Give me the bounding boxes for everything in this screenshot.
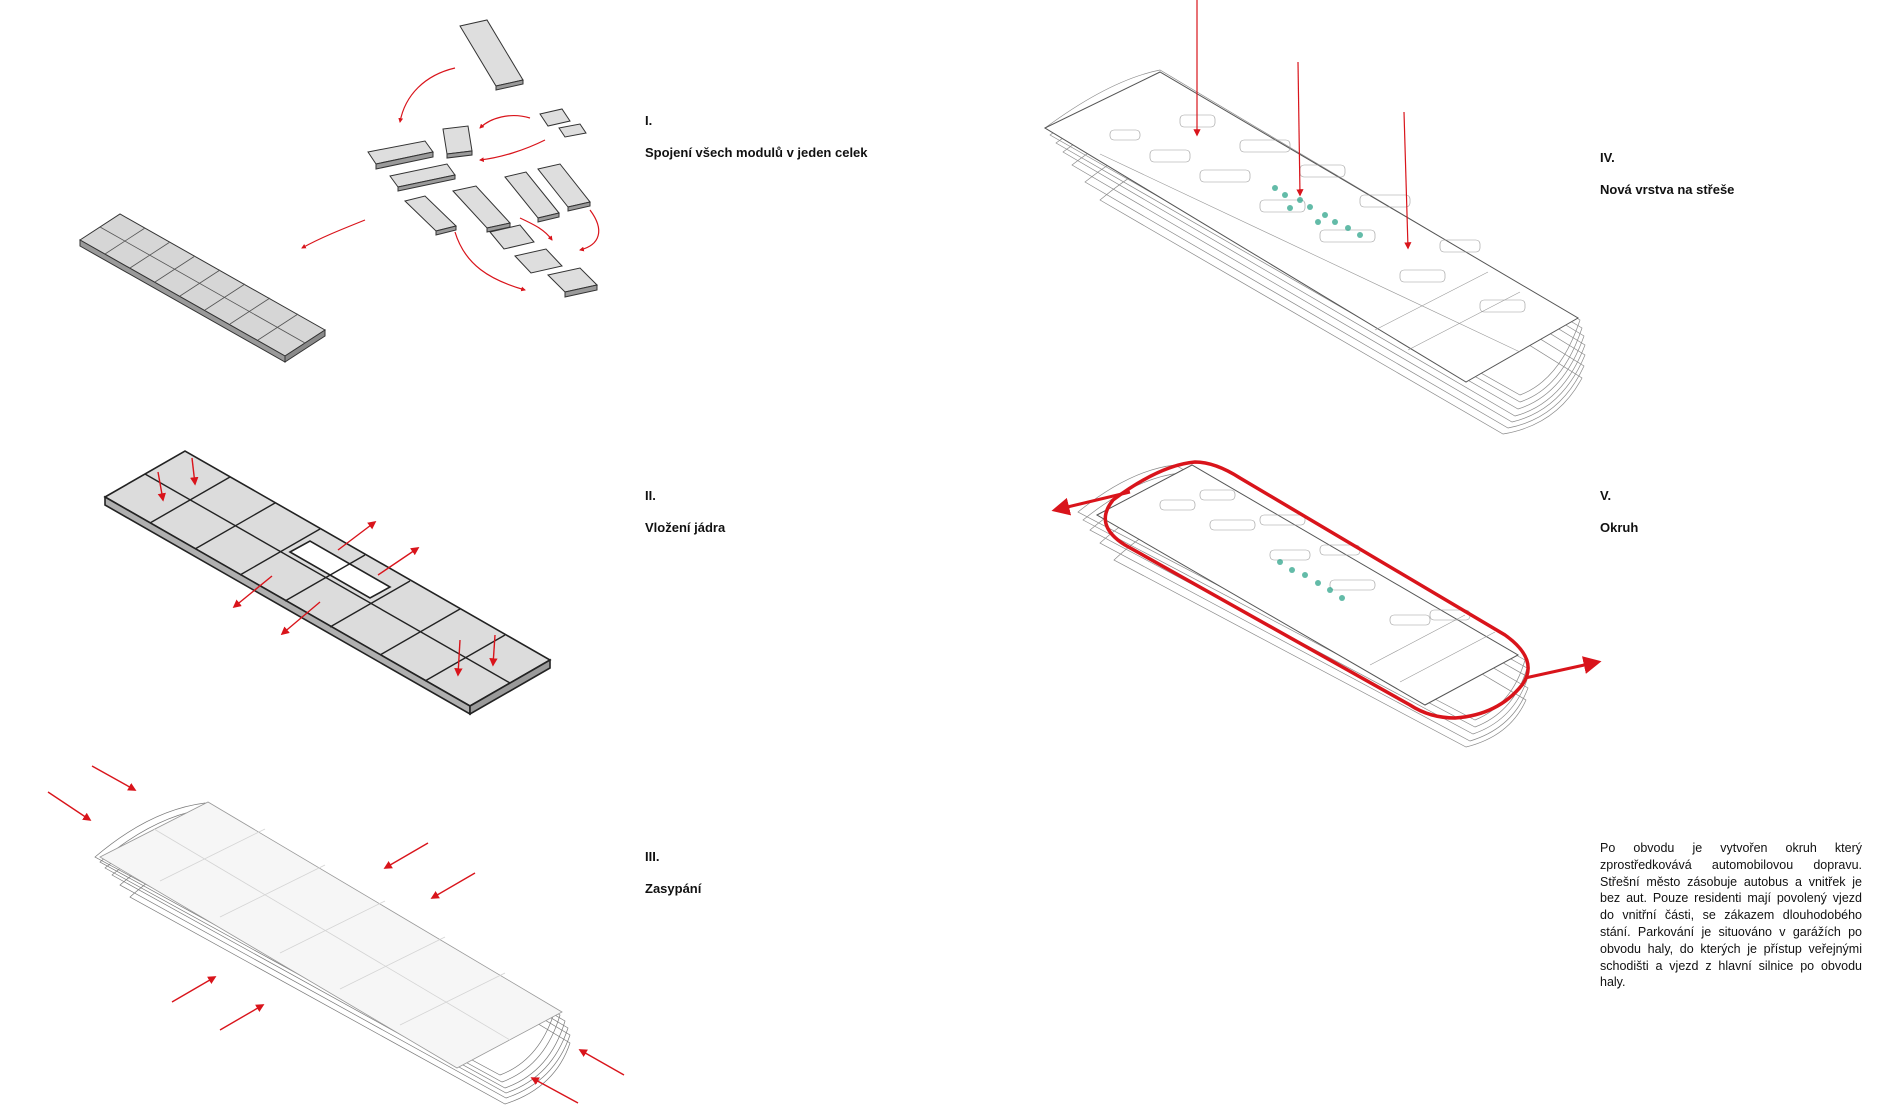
step2-core-illustration — [103, 450, 552, 716]
step-numeral: V. — [1600, 488, 1612, 503]
step5-ring-illustration — [1051, 460, 1602, 748]
step-numeral: II. — [645, 488, 656, 503]
step-numeral: III. — [645, 849, 660, 864]
step1-modules-illustration — [79, 19, 600, 363]
step-4-label: IV. Nová vrstva na střeše — [1600, 150, 1734, 197]
step-5-label: V. Okruh — [1600, 488, 1638, 535]
step-numeral: IV. — [1600, 150, 1615, 165]
step-caption: Zasypání — [645, 881, 702, 896]
step-2-label: II. Vložení jádra — [645, 488, 725, 535]
step4-roof-illustration — [1043, 0, 1586, 435]
step-numeral: I. — [645, 113, 653, 128]
step-3-label: III. Zasypání — [645, 849, 701, 896]
step-caption: Nová vrstva na střeše — [1600, 182, 1735, 197]
step3-fill-illustration — [47, 765, 625, 1105]
step-caption: Okruh — [1600, 520, 1639, 535]
step-caption: Vložení jádra — [645, 520, 726, 535]
step-caption: Spojení všech modulů v jeden celek — [645, 145, 868, 160]
description-paragraph: Po obvodu je vytvořen okruh který zprost… — [1600, 841, 1862, 990]
step-1-label: I. Spojení všech modulů v jeden celek — [645, 113, 868, 160]
